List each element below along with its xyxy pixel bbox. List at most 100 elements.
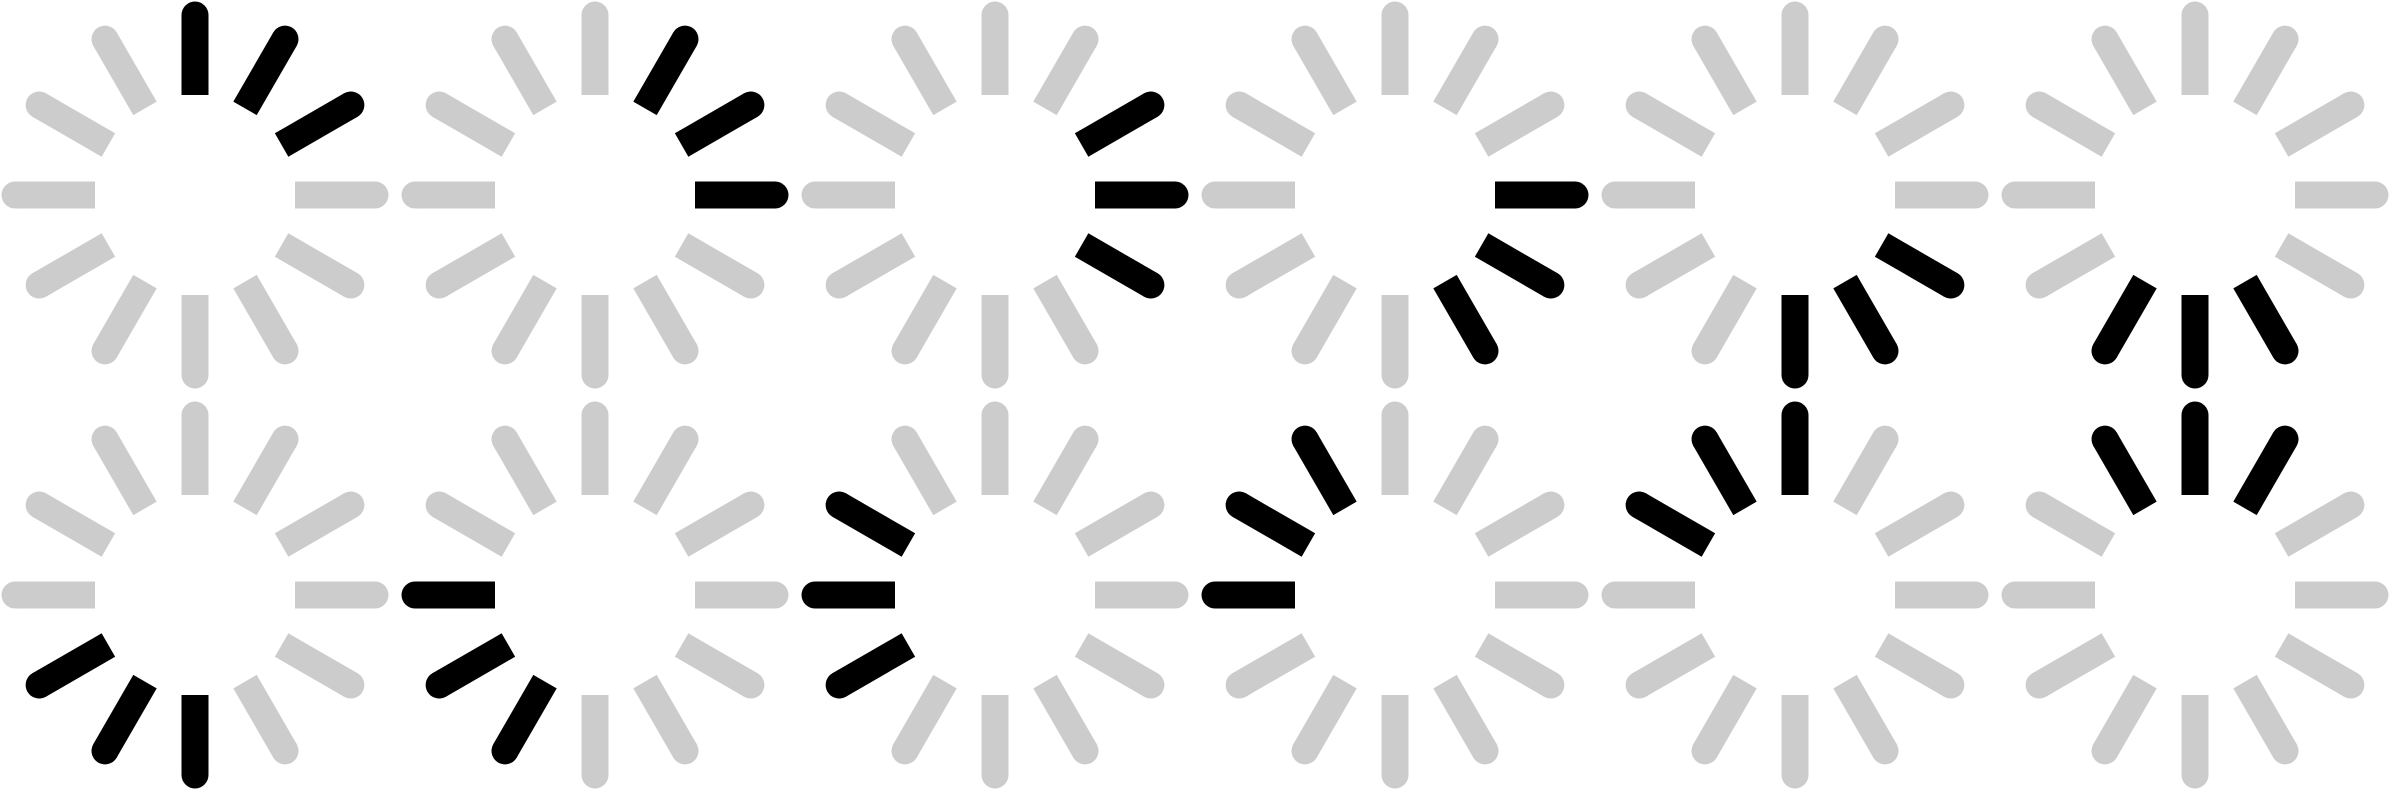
spoke-inactive [1225,91,1316,157]
spoke-active [1874,233,1965,299]
spoke-inactive [274,633,365,699]
spoke-active [1074,233,1165,299]
spoke-inactive [2181,1,2209,95]
spoke-inactive [1,181,95,209]
spoke-inactive [2274,491,2365,557]
spoke-inactive [91,274,157,365]
spoke-active [1833,274,1899,365]
spoke-inactive [981,295,1009,389]
spoke-inactive [1033,25,1099,116]
spoke-inactive [1474,91,1565,157]
spoke-inactive [1033,425,1099,516]
spinner-frame-1 [1,1,389,389]
spoke-inactive [891,274,957,365]
spoke-active [674,91,765,157]
spoke-inactive [981,695,1009,789]
spinner-frame-3 [801,1,1189,389]
spoke-inactive [674,233,765,299]
spoke-active [181,1,209,95]
spoke-inactive [2025,491,2116,557]
spoke-inactive [1691,25,1757,116]
spinner-frame-8 [401,401,789,789]
spoke-inactive [2091,674,2157,765]
spoke-inactive [2233,25,2299,116]
spoke-inactive [233,425,299,516]
spoke-inactive [274,233,365,299]
spoke-inactive [1895,181,1989,209]
spoke-inactive [25,91,116,157]
spoke-inactive [2295,181,2389,209]
spoke-inactive [91,25,157,116]
spoke-inactive [401,181,495,209]
spoke-inactive [181,401,209,495]
spoke-inactive [491,425,557,516]
spoke-inactive [2181,695,2209,789]
spoke-inactive [1474,491,1565,557]
spinner-frame-12 [2001,401,2389,789]
spoke-inactive [891,674,957,765]
spoke-inactive [1291,674,1357,765]
spoke-inactive [1495,581,1589,609]
spoke-active [1691,425,1757,516]
spoke-inactive [2233,674,2299,765]
spoke-inactive [891,25,957,116]
spoke-inactive [981,401,1009,495]
spoke-inactive [1691,274,1757,365]
spoke-inactive [1895,581,1989,609]
spoke-inactive [1474,633,1565,699]
spoke-inactive [1381,401,1409,495]
spoke-inactive [274,491,365,557]
spoke-inactive [1601,581,1695,609]
spoke-inactive [1225,233,1316,299]
spoke-inactive [2091,25,2157,116]
spoke-inactive [425,491,516,557]
spoke-active [1474,233,1565,299]
spoke-inactive [825,233,916,299]
spoke-active [491,674,557,765]
spoke-inactive [1433,425,1499,516]
spoke-inactive [1381,295,1409,389]
spoke-active [825,633,916,699]
spinner-frame-5 [1601,1,1989,389]
spoke-active [2091,274,2157,365]
spoke-inactive [581,695,609,789]
spoke-inactive [1874,633,1965,699]
spoke-inactive [2274,233,2365,299]
spoke-inactive [674,491,765,557]
spinner-frame-9 [801,401,1189,789]
spoke-inactive [295,181,389,209]
spinner-frame-10 [1201,401,1589,789]
spoke-inactive [1381,1,1409,95]
spoke-active [801,581,895,609]
spoke-inactive [2274,633,2365,699]
spoke-inactive [1874,91,1965,157]
spinner-frame-11 [1601,401,1989,789]
spoke-inactive [425,233,516,299]
spoke-inactive [25,491,116,557]
spoke-active [1225,491,1316,557]
spoke-inactive [1074,633,1165,699]
spoke-inactive [1833,25,1899,116]
spoke-active [181,695,209,789]
spoke-inactive [891,425,957,516]
spoke-inactive [1433,674,1499,765]
spinner-frame-6 [2001,1,2389,389]
spoke-active [25,633,116,699]
spoke-inactive [1833,425,1899,516]
spoke-inactive [1225,633,1316,699]
spoke-inactive [1095,581,1189,609]
spoke-inactive [1291,25,1357,116]
spoke-inactive [1381,695,1409,789]
spoke-inactive [2025,633,2116,699]
spoke-inactive [25,233,116,299]
spoke-inactive [2274,91,2365,157]
spoke-active [1781,401,1809,495]
spoke-inactive [1033,274,1099,365]
spoke-active [91,674,157,765]
spoke-inactive [1201,181,1295,209]
spoke-inactive [2025,91,2116,157]
spoke-inactive [801,181,895,209]
spoke-inactive [91,425,157,516]
spoke-inactive [1625,633,1716,699]
spoke-inactive [2001,581,2095,609]
